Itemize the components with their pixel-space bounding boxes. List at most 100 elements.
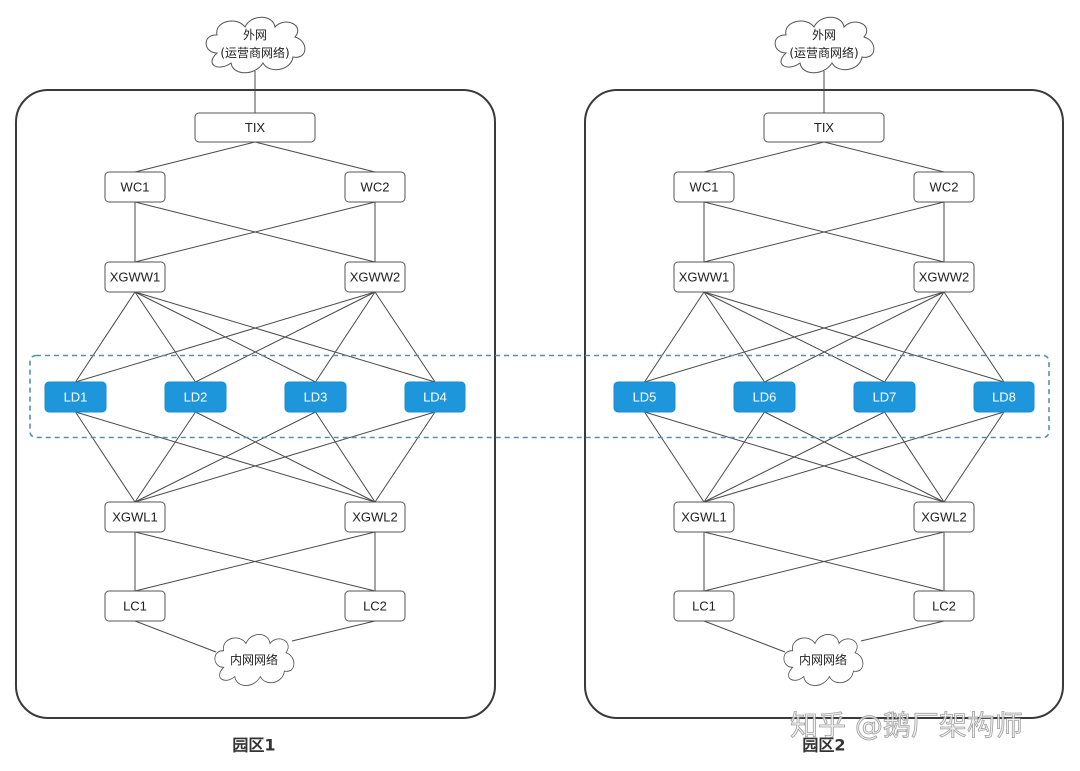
external-cloud-line1: 外网 [812, 28, 836, 42]
node-wc2[interactable]: WC2 [344, 171, 406, 203]
edge-xgww2-ld1 [75, 291, 376, 383]
node-ld7[interactable]: LD7 [853, 381, 916, 413]
node-ld3[interactable]: LD3 [284, 381, 347, 413]
edge-ld1-xgwl1 [75, 411, 136, 503]
edge-xgww2-ld4 [943, 291, 1005, 383]
node-wc2[interactable]: WC2 [913, 171, 975, 203]
edge-xgwl2-lc1 [134, 531, 376, 592]
edge-ld2-xgwl1 [134, 411, 196, 503]
campus-panel-2: 外网 (运营商网络) TIX WC1 WC2 XGWW1 XGWW2 LD5 L… [584, 16, 1064, 755]
node-label: LD3 [304, 390, 328, 405]
node-xgww1[interactable]: XGWW1 [104, 261, 166, 293]
node-label: LD2 [184, 390, 208, 405]
edge-xgww2-ld4 [374, 291, 436, 383]
node-xgww2[interactable]: XGWW2 [913, 261, 975, 293]
edge-lc1-int_cloud [134, 620, 217, 653]
node-lc1[interactable]: LC1 [104, 590, 166, 622]
node-label: XGWL1 [681, 510, 727, 525]
edge-ld3-xgwl2 [884, 411, 945, 503]
edge-lc1-int_cloud [703, 620, 786, 653]
edge-tix-wc2 [823, 141, 945, 173]
edge-xgww1-ld1 [75, 291, 136, 383]
node-xgwl1[interactable]: XGWL1 [104, 501, 166, 533]
node-label: WC2 [361, 180, 390, 195]
edge-ld2-xgwl2 [764, 411, 945, 503]
node-label: LD1 [64, 390, 88, 405]
edge-xgww1-ld1 [644, 291, 705, 383]
watermark: 知乎 @鹅厂架构师 [790, 709, 1023, 742]
edge-xgww2-ld2 [764, 291, 945, 383]
internal-cloud: 内网网络 [214, 634, 295, 686]
node-xgww1[interactable]: XGWW1 [673, 261, 735, 293]
campus-panel-1: 外网 (运营商网络) TIX WC1 WC2 XGWW1 XGWW2 LD1 L… [15, 16, 496, 755]
campus-label: 园区1 [232, 736, 275, 755]
edge-ld1-xgwl2 [75, 411, 376, 503]
edge-ld4-xgwl2 [943, 411, 1005, 503]
edge-ld2-xgwl2 [195, 411, 376, 503]
internal-cloud: 内网网络 [783, 634, 864, 686]
node-label: LC1 [123, 599, 147, 614]
edge-ld2-xgwl1 [703, 411, 765, 503]
node-label: LD6 [753, 390, 777, 405]
node-label: TIX [245, 120, 266, 135]
edge-xgww2-ld3 [884, 291, 945, 383]
node-label: XGWW1 [110, 270, 161, 285]
node-ld8[interactable]: LD8 [973, 381, 1035, 413]
node-label: LD5 [633, 390, 657, 405]
edge-tix-wc1 [134, 141, 256, 173]
node-xgwl1[interactable]: XGWL1 [673, 501, 735, 533]
edge-wc2-xgww1 [703, 201, 945, 263]
edges-layer [644, 71, 1005, 653]
edge-wc2-xgww1 [134, 201, 376, 263]
node-label: LC2 [932, 599, 956, 614]
edge-tix-wc2 [254, 141, 376, 173]
node-label: WC2 [930, 180, 959, 195]
ld-cluster-group [29, 354, 1050, 439]
cloud-icon [205, 16, 306, 74]
edge-xgwl2-lc1 [703, 531, 945, 592]
edge-tix-wc1 [703, 141, 825, 173]
node-xgwl2[interactable]: XGWL2 [344, 501, 406, 533]
node-xgww2[interactable]: XGWW2 [344, 261, 406, 293]
internal-cloud-label: 内网网络 [799, 652, 847, 667]
node-tix[interactable]: TIX [194, 112, 316, 143]
node-lc2[interactable]: LC2 [344, 590, 406, 622]
edge-xgww2-ld2 [195, 291, 376, 383]
edge-xgww1-ld2 [703, 291, 765, 383]
node-label: LD4 [423, 390, 447, 405]
node-label: LD8 [992, 390, 1016, 405]
node-label: XGWL1 [112, 510, 158, 525]
node-ld6[interactable]: LD6 [733, 381, 796, 413]
campus-label: 园区2 [802, 736, 845, 755]
node-wc1[interactable]: WC1 [673, 171, 735, 203]
node-lc2[interactable]: LC2 [913, 590, 975, 622]
node-ld5[interactable]: LD5 [613, 381, 676, 413]
node-label: XGWL2 [921, 510, 967, 525]
node-wc1[interactable]: WC1 [104, 171, 166, 203]
node-tix[interactable]: TIX [763, 112, 885, 143]
edge-xgww2-ld1 [644, 291, 945, 383]
node-label: LD7 [873, 390, 897, 405]
edge-ld3-xgwl2 [315, 411, 376, 503]
node-ld4[interactable]: LD4 [404, 381, 466, 413]
node-label: LC1 [692, 599, 716, 614]
node-ld2[interactable]: LD2 [164, 381, 227, 413]
node-ld1[interactable]: LD1 [44, 381, 107, 413]
external-cloud-line2: (运营商网络) [789, 45, 858, 60]
node-label: LC2 [363, 599, 387, 614]
node-lc1[interactable]: LC1 [673, 590, 735, 622]
external-cloud-line1: 外网 [243, 28, 267, 42]
node-xgwl2[interactable]: XGWL2 [913, 501, 975, 533]
edge-lc2-int_cloud [291, 620, 376, 642]
node-label: XGWL2 [352, 510, 398, 525]
node-label: XGWW2 [350, 270, 401, 285]
edge-ld1-xgwl2 [644, 411, 945, 503]
external-cloud: 外网 (运营商网络) [774, 16, 875, 74]
external-cloud: 外网 (运营商网络) [205, 16, 306, 74]
edge-ld4-xgwl2 [374, 411, 436, 503]
node-label: XGWW1 [679, 270, 730, 285]
node-label: WC1 [121, 180, 150, 195]
edge-xgww1-ld2 [134, 291, 196, 383]
edge-lc2-int_cloud [860, 620, 945, 642]
